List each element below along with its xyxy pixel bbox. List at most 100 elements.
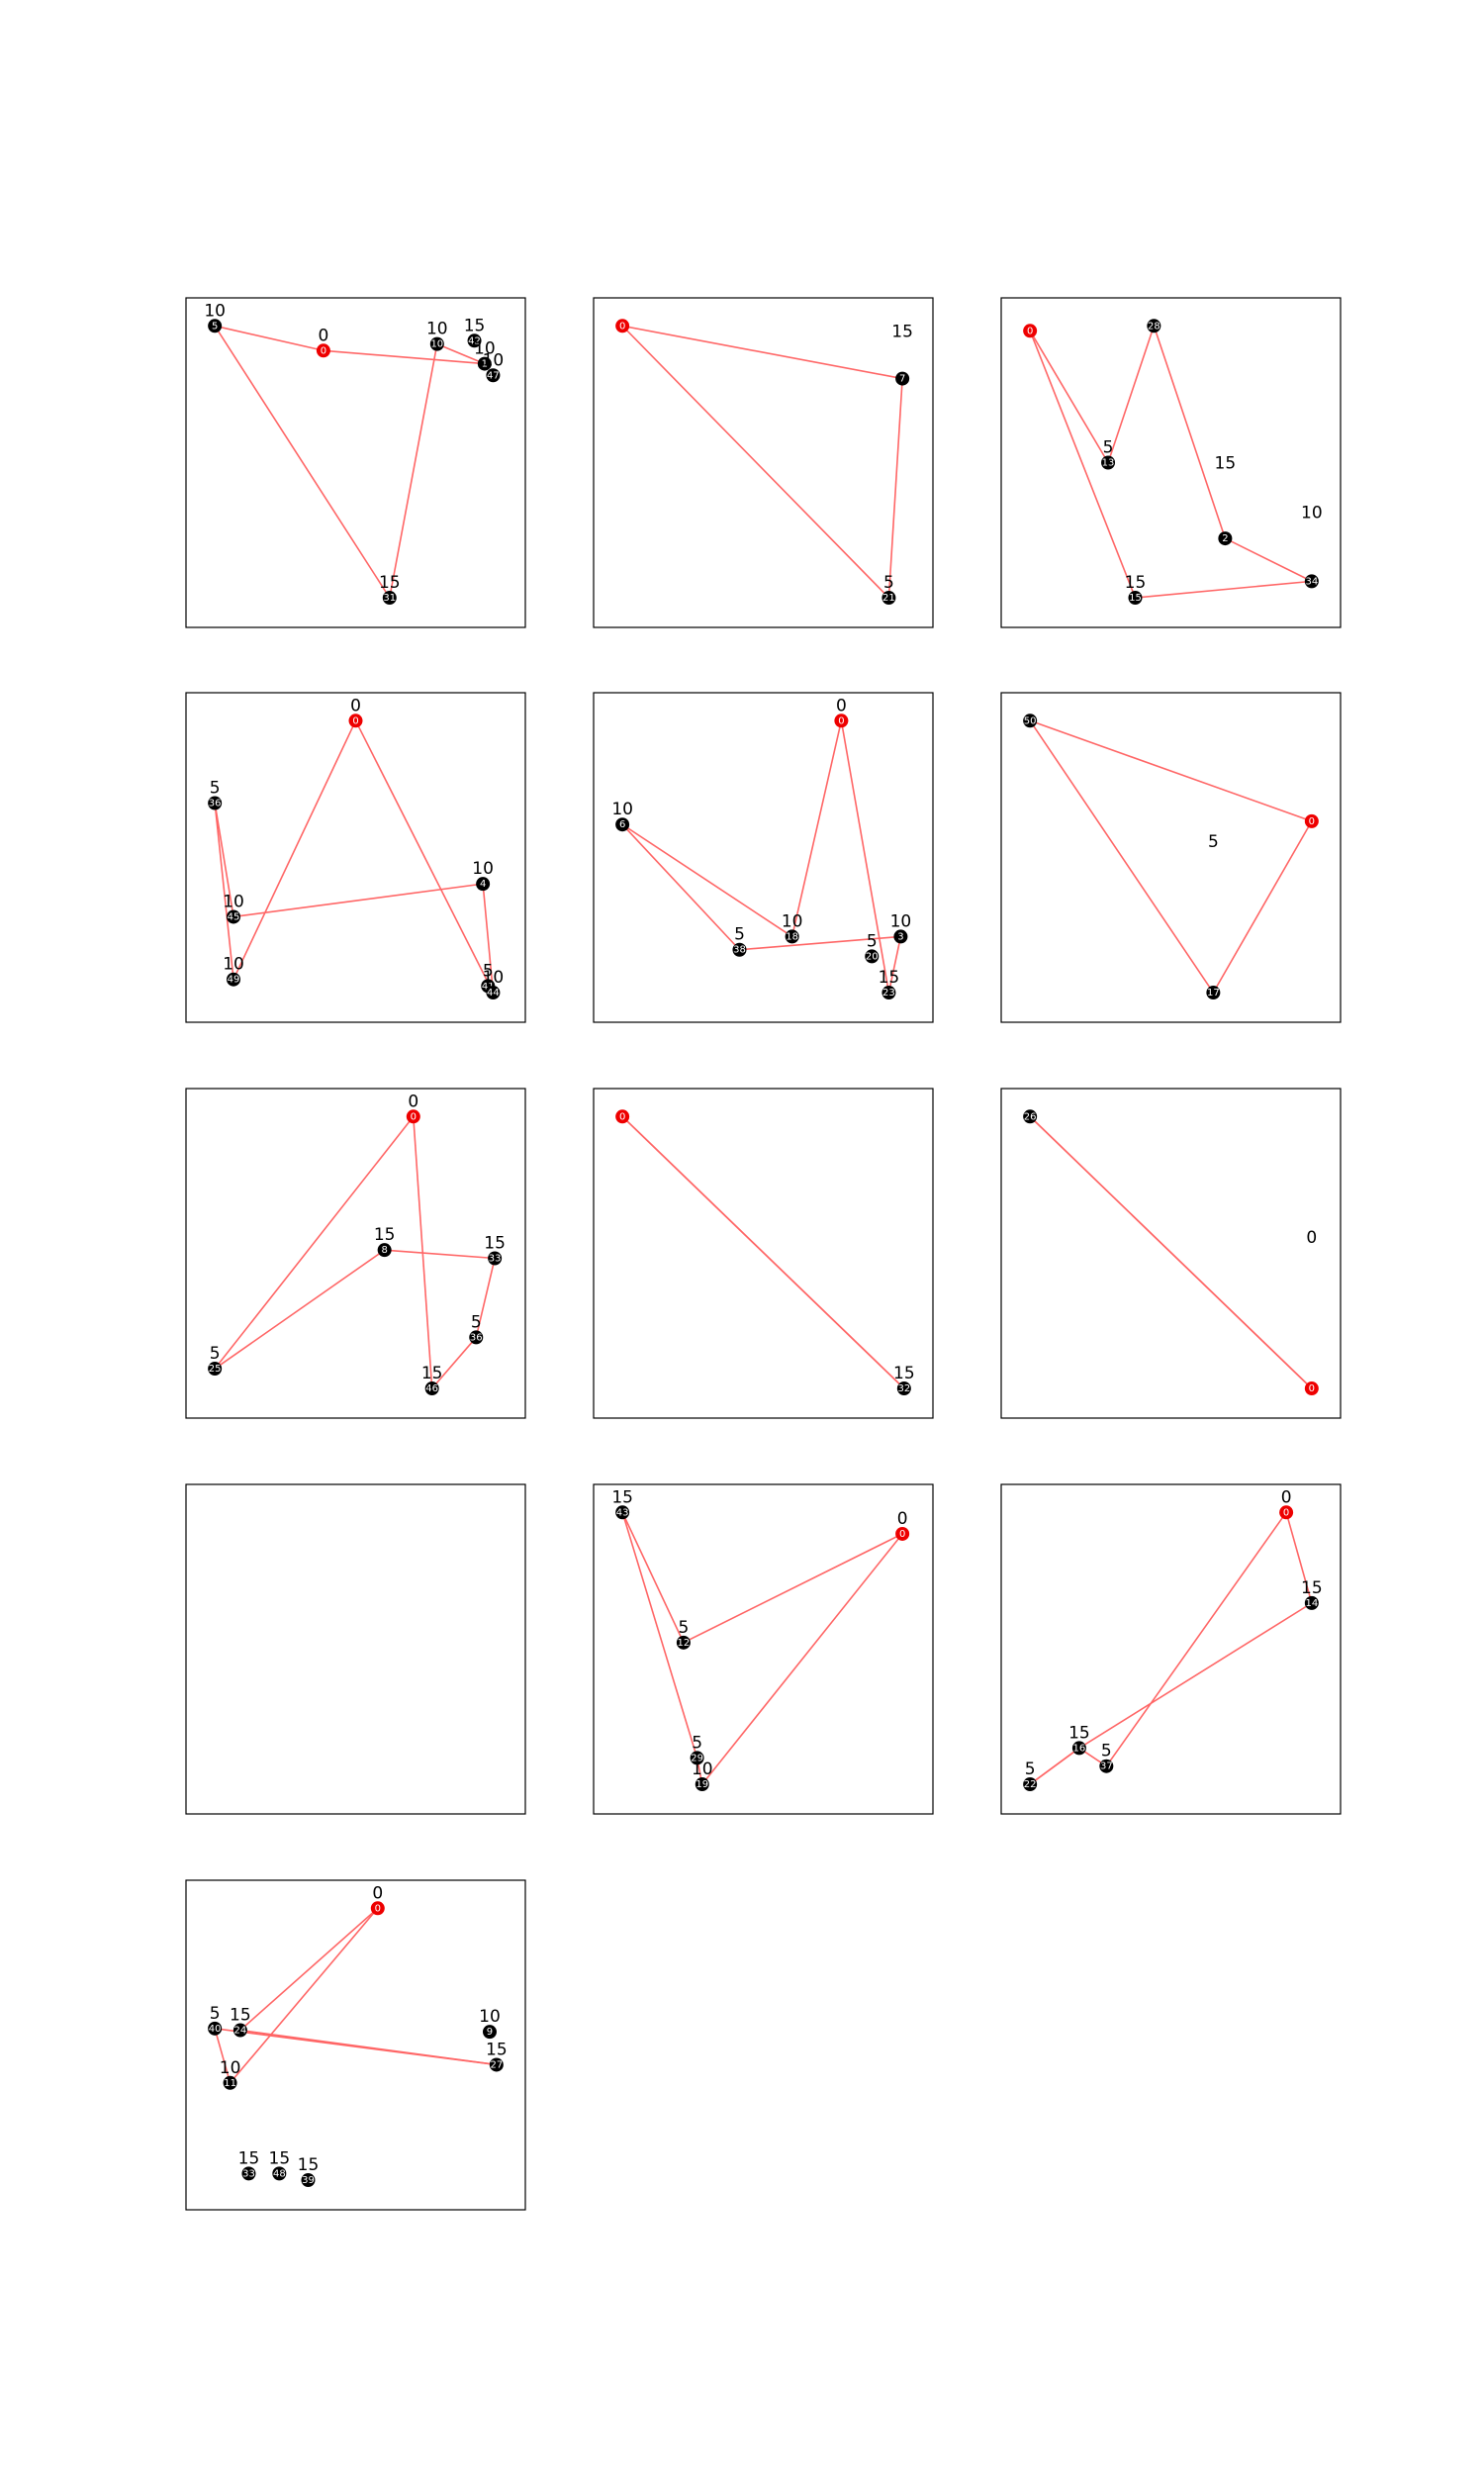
node-id-label: 3 [897,931,903,942]
route-segment [436,342,486,365]
node-id-label: 19 [696,1779,708,1790]
customer-node [893,929,908,944]
customer-node [486,986,501,1000]
node-id-label: 0 [375,1903,381,1914]
demand-label: 15 [238,2148,260,2168]
route-segment [1135,580,1312,599]
customer-node [382,591,397,606]
subplot-frame [1000,1088,1342,1419]
route-segment [482,884,495,994]
subplot-frame [1000,297,1342,628]
node-id-label: 38 [733,945,746,956]
demand-label: 0 [1306,1228,1317,1248]
demand-label: 5 [471,1312,482,1332]
node-id-label: 11 [224,2078,236,2089]
depot-node [406,1109,420,1124]
node-id-label: 34 [1305,576,1318,587]
route-segment [840,720,890,994]
route-segment [739,935,901,951]
demand-label: 0 [897,1509,908,1529]
depot-node [1023,324,1038,338]
node-id-label: 50 [1024,715,1037,726]
subplot-frame [1000,1483,1342,1815]
customer-node [732,942,747,957]
subplot-frame [185,692,526,1023]
route-segment [1029,1115,1313,1389]
route-segment [1285,1512,1313,1604]
demand-label: 5 [1101,1742,1112,1761]
subplot-frame [185,1879,526,2211]
node-id-label: 7 [899,374,905,385]
demand-label: 10 [223,892,244,911]
route-segment [323,349,485,365]
node-id-label: 21 [882,593,895,604]
node-id-label: 5 [212,321,218,332]
route-segment [887,936,902,994]
demand-label: 5 [483,961,494,981]
customer-node [695,1777,709,1792]
subplot-frame [185,1088,526,1419]
node-id-label: 10 [430,339,443,350]
node-id-label: 1 [482,359,488,370]
customer-node [881,591,896,606]
route-segment [354,719,495,994]
node-id-label: 0 [1283,1507,1289,1518]
demand-label: 5 [867,931,878,951]
demand-label: 10 [692,1760,713,1779]
depot-node [1279,1505,1294,1520]
demand-label: 15 [1215,454,1237,474]
demand-label: 0 [1281,1487,1292,1507]
demand-label: 5 [1025,1760,1036,1779]
demand-label: 10 [611,800,633,819]
node-id-label: 33 [489,1253,502,1264]
customer-node [301,2173,316,2188]
customer-node [272,2166,287,2181]
depot-node [316,343,330,358]
demand-label: 0 [408,1092,418,1111]
depot-node [895,1526,910,1541]
demand-label: 5 [678,1618,689,1638]
depot-node [834,714,849,728]
customer-node [615,1505,630,1520]
demand-label: 15 [484,1233,506,1253]
route-segment [214,1249,386,1370]
route-segment [214,325,391,599]
customer-node [1099,1759,1114,1773]
customer-node [482,2025,497,2040]
demand-label: 10 [782,911,803,931]
node-id-label: 49 [228,975,240,986]
route-segment [621,823,741,951]
node-id-label: 0 [1309,816,1315,827]
depot-node [615,1109,630,1124]
customer-node [1023,714,1038,728]
route-segment [621,1512,698,1759]
node-id-label: 0 [352,715,358,726]
customer-node [377,1243,392,1258]
customer-node [241,2166,256,2181]
route-segment [229,1907,379,2084]
node-id-label: 32 [897,1383,910,1394]
node-id-label: 45 [228,911,240,922]
node-id-label: 20 [866,951,879,962]
customer-node [467,333,482,348]
node-id-label: 12 [678,1638,691,1649]
demand-label: 15 [879,968,900,988]
node-id-label: 16 [1073,1743,1086,1754]
demand-label: 15 [486,2040,508,2059]
node-id-label: 0 [619,1111,625,1122]
demand-label: 5 [1208,832,1219,852]
customer-node [865,949,880,964]
node-id-label: 27 [490,2059,503,2070]
demand-label: 5 [210,779,221,799]
demand-label: 15 [1301,1578,1323,1598]
node-id-label: 9 [487,2027,493,2038]
customer-node [1206,986,1221,1000]
route-segment [1212,820,1313,994]
demand-label: 5 [210,2004,221,2024]
node-id-label: 0 [1027,326,1033,336]
node-id-label: 24 [234,2026,247,2037]
